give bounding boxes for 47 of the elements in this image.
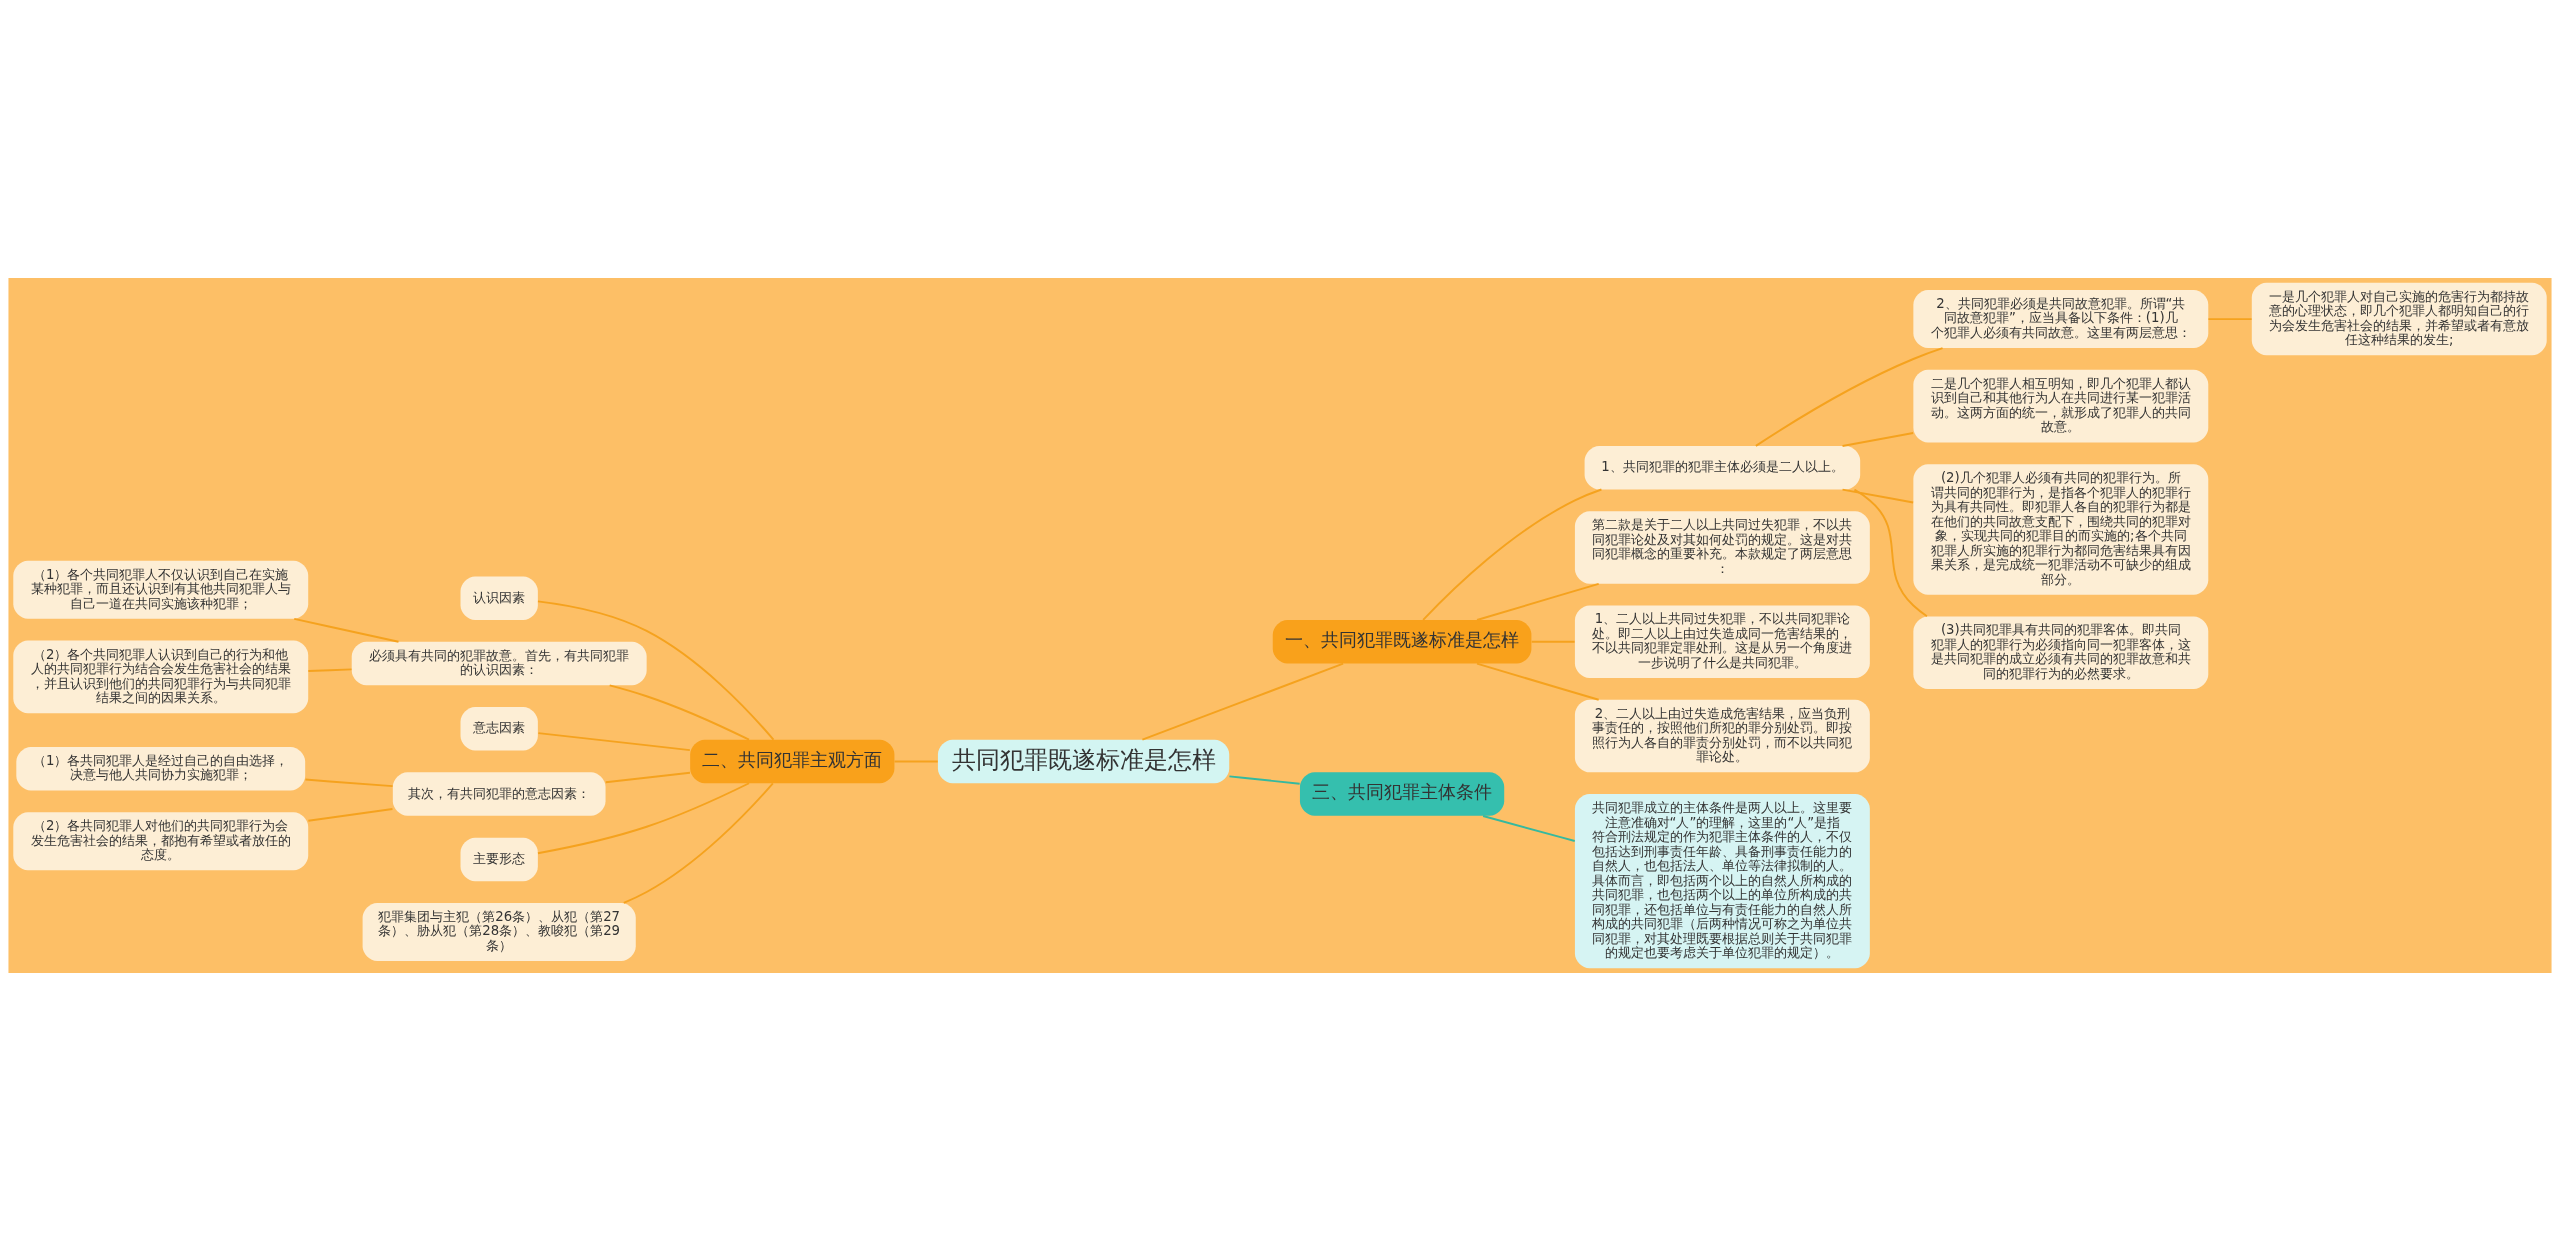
node-box: 一、共同犯罪既遂标准是怎样: [1272, 619, 1532, 664]
connector: [1841, 488, 1915, 503]
connector: [537, 599, 775, 741]
connector: [537, 731, 691, 751]
node-box: 共同犯罪成立的主体条件是两人以上。这里要注意准确对“人”的理解，这里的“人”是指符合刑法规定的作为犯罪主体条件的人，不仅包括达到刑事责任年龄、具备刑事责任能力的自然人，也包括法人、单位等法律拟制的人。具体而言，即包括两个以上的自然人所构成的共同犯罪，也包括两个以上的单位所构成的共同犯罪，还包括单位与有责任能力的自然人所构成的共同犯罪（后两种情况可称之为单位共同犯罪，对其处理既要根据总则关于共同犯罪的规定也要考虑关于单位犯罪的规定）。: [1574, 793, 1870, 968]
node-box: 犯罪集团与主犯（第26条）、从犯（第27条）、胁从犯（第28条）、教唆犯（第29条）: [362, 902, 636, 961]
connector: [1141, 662, 1345, 741]
node-box: 2、二人以上由过失造成危害结果，应当负刑事责任的，按照他们所犯的罪分别处罚。即按照行为人各自的罪责分别处罚，而不以共同犯罪论处。: [1574, 699, 1870, 772]
node-box: (3)共同犯罪具有共同的犯罪客体。即共同犯罪人的犯罪行为必须指向同一犯罪客体，这是共同犯罪的成立必须有共同的犯罪故意和共同的犯罪行为的必然要求。: [1913, 615, 2209, 689]
connector: [893, 760, 939, 762]
connector: [1476, 662, 1600, 701]
connector: [304, 778, 394, 787]
connector: [1228, 774, 1301, 785]
node-box: 三、共同犯罪主体条件: [1299, 771, 1505, 816]
node-box: （2）各共同犯罪人对他们的共同犯罪行为会发生危害社会的结果，都抱有希望或者放任的态度。: [13, 811, 309, 870]
node-box: 1、二人以上共同过失犯罪，不以共同犯罪论处。即二人以上由过失造成同一危害结果的，不以共同犯罪定罪处刑。这是从另一个角度进一步说明了什么是共同犯罪。: [1574, 605, 1870, 678]
connector: [1841, 431, 1915, 447]
connector: [622, 781, 774, 904]
connector: [307, 807, 394, 822]
node-box: （2）各个共同犯罪人认识到自己的行为和他人的共同犯罪行为结合会发生危害社会的结果，并且认识到他们的共同犯罪行为与共同犯罪结果之间的因果关系。: [13, 640, 309, 713]
connector: [536, 781, 750, 854]
node-box: 其次，有共同犯罪的意志因素：: [392, 771, 606, 816]
connector: [1482, 814, 1576, 842]
node-box: 认识因素: [460, 576, 538, 620]
connector: [1476, 582, 1600, 621]
connector: [1754, 346, 1944, 447]
node-box: 必须具有共同的犯罪故意。首先，有共同犯罪的认识因素：: [351, 641, 647, 685]
connector: [1853, 488, 1928, 617]
node-box: （1）各个共同犯罪人不仅认识到自己在实施某种犯罪，而且还认识到有其他共同犯罪人与自己一道在共同实施该种犯罪；: [13, 560, 309, 619]
connector: [1422, 488, 1603, 621]
node-box: 共同犯罪既遂标准是怎样: [937, 739, 1230, 783]
connector: [604, 771, 691, 783]
node-box: （1）各共同犯罪人是经过自己的自由选择，决意与他人共同协力实施犯罪；: [16, 746, 306, 790]
connector: [293, 617, 400, 643]
node-box: 一是几个犯罪人对自己实施的危害行为都持故意的心理状态，即几个犯罪人都明知自己的行为会发生危害社会的结果，并希望或者有意放任这种结果的发生;: [2251, 282, 2547, 355]
node-box: 2、共同犯罪必须是共同故意犯罪。所谓“共同故意犯罪”，应当具备以下条件：(1)几个犯罪人必须有共同故意。这里有两层意思：: [1913, 289, 2209, 348]
connector: [307, 667, 353, 672]
connector: [1530, 640, 1576, 643]
node-box: 意志因素: [460, 706, 538, 751]
node-box: 二、共同犯罪主观方面: [690, 739, 895, 783]
node-box: 1、共同犯罪的犯罪主体必须是二人以上。: [1584, 445, 1861, 489]
connector: [608, 683, 750, 741]
node-box: 第二款是关于二人以上共同过失犯罪，不以共同犯罪论处及对其如何处罚的规定。这是对共同犯罪概念的重要补充。本款规定了两层意思：: [1574, 510, 1870, 584]
connector: [2207, 317, 2253, 320]
node-box: 主要形态: [460, 837, 538, 881]
node-box: (2)几个犯罪人必须有共同的犯罪行为。所谓共同的犯罪行为，是指各个犯罪人的犯罪行为具有共同性。即犯罪人各自的犯罪行为都是在他们的共同故意支配下，围绕共同的犯罪对象，实现共同的犯罪目的而实施的;各个共同犯罪人所实施的犯罪行为都同危害结果具有因果关系，是完成统一犯罪活动不可缺少的组成部分。: [1913, 463, 2209, 595]
node-box: 二是几个犯罪人相互明知，即几个犯罪人都认识到自己和其他行为人在共同进行某一犯罪活动。这两方面的统一，就形成了犯罪人的共同故意。: [1913, 369, 2209, 442]
